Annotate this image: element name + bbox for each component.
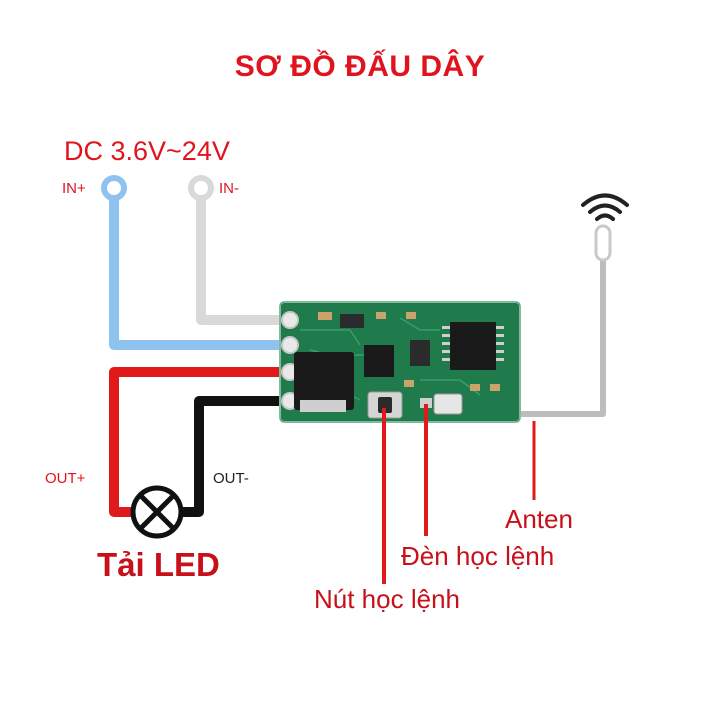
page-title: SƠ ĐỒ ĐẤU DÂY xyxy=(234,50,486,83)
pad-in-minus xyxy=(281,311,299,329)
wire-in-plus xyxy=(109,188,290,350)
pad-in-plus xyxy=(281,336,299,354)
load-label: Tải LED xyxy=(97,546,220,583)
wire-out-minus xyxy=(180,396,290,517)
antenna-tip xyxy=(594,224,612,262)
in-plus-label: IN+ xyxy=(62,180,86,197)
learn-led-label: Đèn học lệnh xyxy=(401,541,555,571)
wifi-signal-icon xyxy=(581,193,629,221)
crystal xyxy=(433,393,463,415)
main-ic xyxy=(450,322,496,370)
mosfet-chip xyxy=(294,352,354,410)
in-minus-label: IN- xyxy=(219,180,239,197)
power-label: DC 3.6V~24V xyxy=(64,136,230,166)
pcb-module-icon xyxy=(279,301,521,423)
antenna-label: Anten xyxy=(505,504,573,534)
learn-button-label: Nút học lệnh xyxy=(314,584,460,614)
wire-out-plus xyxy=(109,367,290,517)
wire-in-minus xyxy=(196,188,286,325)
antenna-wire xyxy=(512,258,606,417)
out-minus-label: OUT- xyxy=(213,470,249,487)
learn-led-chip xyxy=(420,398,432,408)
terminal-in-minus xyxy=(188,175,214,201)
terminal-in-plus xyxy=(101,175,127,201)
lamp-load-icon xyxy=(130,485,184,539)
out-plus-label: OUT+ xyxy=(45,470,86,487)
